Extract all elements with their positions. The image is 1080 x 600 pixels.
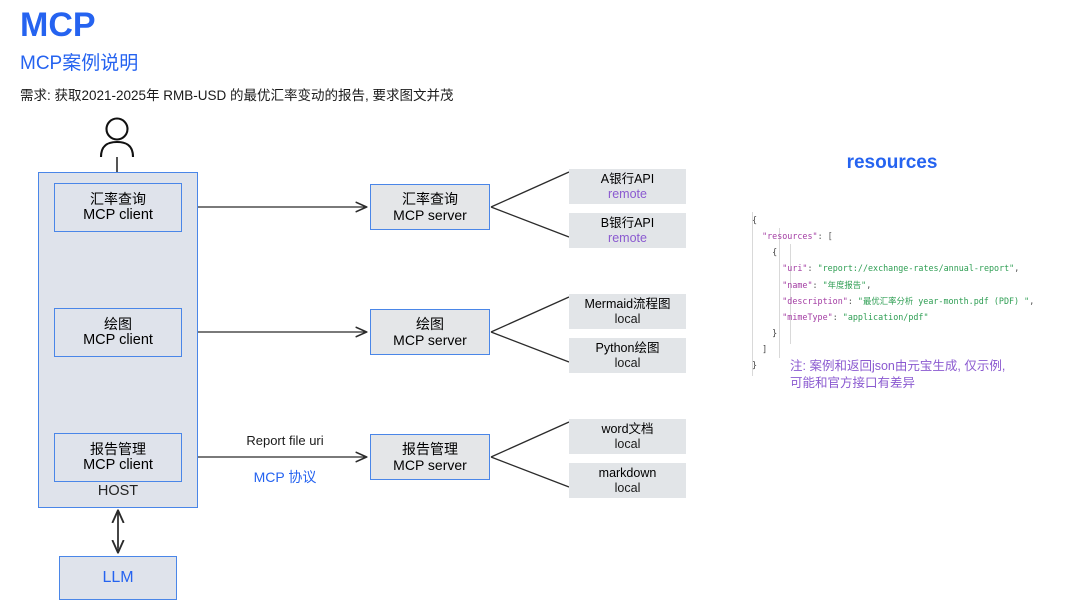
json-key-resources: "resources" bbox=[762, 231, 818, 242]
resource-scope: remote bbox=[608, 230, 647, 245]
resource-mermaid-flowchart[interactable]: Mermaid流程图 local bbox=[569, 294, 686, 329]
llm-box[interactable]: LLM bbox=[59, 556, 177, 600]
host-label: HOST bbox=[97, 483, 139, 499]
server-title-line2: MCP server bbox=[393, 332, 467, 348]
server-title-line1: 报告管理 bbox=[402, 440, 458, 457]
resource-name: word文档 bbox=[601, 421, 654, 436]
client-title-line2: MCP client bbox=[83, 207, 153, 224]
json-indent-guide bbox=[790, 244, 791, 344]
page-subtitle: MCP案例说明 bbox=[20, 53, 139, 74]
json-brace-open: { bbox=[752, 215, 758, 225]
server-title-line2: MCP server bbox=[393, 207, 467, 223]
arrow-label-mcp-protocol: MCP 协议 bbox=[253, 469, 317, 485]
resource-scope: local bbox=[614, 355, 641, 370]
resource-name: Python绘图 bbox=[595, 340, 660, 355]
resource-bank-a-api[interactable]: A银行API remote bbox=[569, 169, 686, 204]
server-title-line2: MCP server bbox=[393, 457, 467, 473]
client-title-line1: 报告管理 bbox=[90, 440, 146, 457]
resource-name: Mermaid流程图 bbox=[584, 296, 671, 311]
mcp-client-chart[interactable]: 绘图 MCP client bbox=[54, 308, 182, 357]
disclaimer-note: 注: 案例和返回json由元宝生成, 仅示例, 可能和官方接口有差异 bbox=[790, 358, 1005, 392]
json-gutter-line bbox=[752, 212, 753, 376]
json-key-name: "name" bbox=[782, 279, 813, 290]
client-title-line2: MCP client bbox=[83, 457, 153, 474]
client-title-line2: MCP client bbox=[83, 332, 153, 349]
page-title: MCP bbox=[20, 6, 96, 44]
resource-python-chart[interactable]: Python绘图 local bbox=[569, 338, 686, 373]
resource-scope: remote bbox=[608, 186, 647, 201]
json-code-block: { "resources": [ { "uri": "report://exch… bbox=[752, 215, 1035, 371]
resource-bank-b-api[interactable]: B银行API remote bbox=[569, 213, 686, 248]
client-title-line1: 绘图 bbox=[104, 315, 132, 332]
note-line-2: 可能和官方接口有差异 bbox=[790, 375, 916, 390]
note-line-1: 注: 案例和返回json由元宝生成, 仅示例, bbox=[790, 359, 1006, 373]
json-value-uri: "report://exchange-rates/annual-report" bbox=[817, 263, 1015, 274]
json-key-mimetype: "mimeType" bbox=[782, 311, 833, 322]
resource-name: markdown bbox=[598, 465, 657, 480]
json-key-description: "description" bbox=[782, 295, 848, 306]
json-value-description: "最优汇率分析 year-month.pdf (PDF) " bbox=[857, 295, 1030, 306]
mcp-server-report[interactable]: 报告管理 MCP server bbox=[370, 434, 490, 480]
resource-scope: local bbox=[614, 480, 641, 495]
json-value-name: "年度报告" bbox=[822, 279, 867, 290]
json-brace-close: } bbox=[752, 360, 758, 371]
server-title-line1: 汇率查询 bbox=[402, 190, 458, 207]
person-icon bbox=[99, 117, 135, 158]
client-title-line1: 汇率查询 bbox=[90, 190, 146, 207]
json-indent-guide bbox=[779, 228, 780, 358]
mcp-client-exchange-rate[interactable]: 汇率查询 MCP client bbox=[54, 183, 182, 232]
resource-name: B银行API bbox=[600, 215, 655, 230]
server-title-line1: 绘图 bbox=[416, 315, 444, 332]
mcp-server-chart[interactable]: 绘图 MCP server bbox=[370, 309, 490, 355]
resource-name: A银行API bbox=[600, 171, 655, 186]
resource-word-document[interactable]: word文档 local bbox=[569, 419, 686, 454]
json-key-uri: "uri" bbox=[782, 263, 808, 274]
resource-scope: local bbox=[614, 436, 641, 451]
json-value-mimetype: "application/pdf" bbox=[842, 311, 929, 322]
resource-markdown[interactable]: markdown local bbox=[569, 463, 686, 498]
resources-heading: resources bbox=[846, 152, 938, 173]
arrow-label-report-file-uri: Report file uri bbox=[246, 433, 324, 448]
mcp-client-report[interactable]: 报告管理 MCP client bbox=[54, 433, 182, 482]
resource-scope: local bbox=[614, 311, 641, 326]
mcp-server-exchange-rate[interactable]: 汇率查询 MCP server bbox=[370, 184, 490, 230]
requirement-text: 需求: 获取2021-2025年 RMB-USD 的最优汇率变动的报告, 要求图… bbox=[20, 88, 454, 103]
